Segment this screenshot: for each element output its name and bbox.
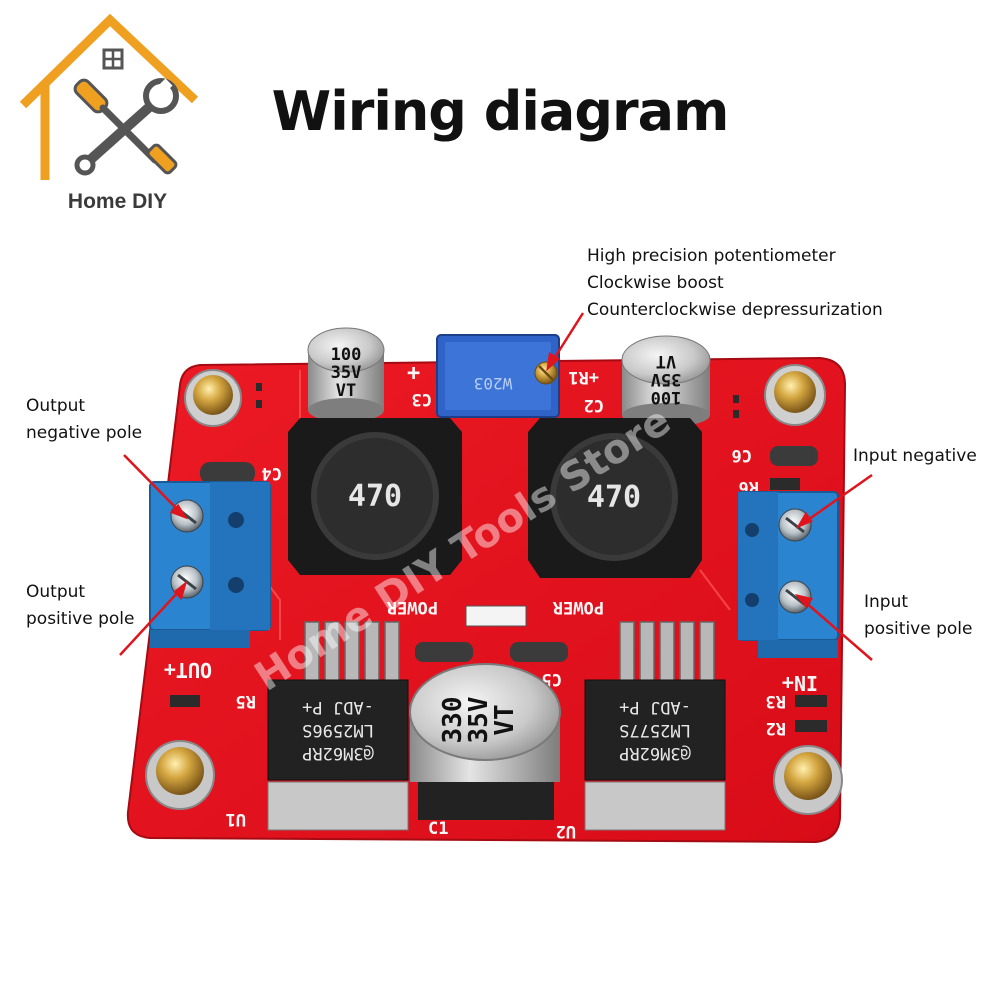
silk-power-right: POWER — [552, 597, 604, 617]
silk-c6: C6 — [732, 445, 752, 465]
label-output-positive: Output positive pole — [26, 579, 134, 633]
cap-top-right-line3: VT — [656, 351, 676, 371]
ic-left-line3: -ADJ P+ — [302, 697, 374, 717]
label-input-positive: Input positive pole — [864, 589, 972, 643]
logo-text: Home DIY — [67, 190, 168, 213]
label-output-negative: Output negative pole — [26, 393, 142, 447]
label-potentiometer: High precision potentiometer Clockwise b… — [587, 243, 883, 324]
arrow-input-positive — [803, 600, 873, 661]
standoff-bottom-left — [145, 740, 215, 810]
label-output-negative-line1: Output — [26, 396, 86, 416]
logo-house-roof — [19, 13, 199, 109]
cap-top-left-line1: 100 — [331, 345, 362, 365]
cap-center-line2: 35V — [464, 697, 494, 744]
silk-c2: C2 — [584, 395, 604, 415]
terminal-block-input — [737, 491, 839, 658]
arrow-input-negative — [804, 473, 873, 524]
silk-r2: R2 — [766, 718, 786, 738]
silk-u1: U1 — [226, 809, 246, 829]
standoff-top-left — [184, 369, 242, 427]
cap-top-left-line2: 35V — [331, 363, 362, 383]
silk-out-plus: OUT+ — [164, 658, 212, 682]
home-diy-logo — [19, 13, 199, 180]
cap-top-right-line1: 100 — [651, 387, 682, 407]
cap-top-right-line2: 35V — [651, 369, 682, 389]
silk-c3: C3 — [412, 389, 432, 409]
label-output-positive-line2: positive pole — [26, 609, 135, 629]
arrow-output-negative — [123, 454, 181, 513]
inductor-left: 470 — [288, 418, 462, 575]
silk-r3: R3 — [766, 691, 786, 711]
capacitor-top-left: 100 35V VT — [307, 327, 385, 422]
silk-in-plus: IN+ — [782, 671, 818, 695]
silk-u2: U2 — [556, 821, 576, 841]
inductor-right-value: 470 — [587, 480, 641, 515]
silk-plus-left: + — [407, 361, 420, 386]
label-potentiometer-line2: Clockwise boost — [587, 273, 724, 293]
potentiometer-code: W203 — [474, 374, 513, 393]
silk-r5: R5 — [236, 691, 256, 711]
inductor-right: 470 — [528, 418, 702, 578]
callout-arrows — [119, 312, 873, 661]
silk-c4: C4 — [262, 463, 282, 483]
inductor-left-value: 470 — [348, 479, 402, 514]
label-input-positive-line2: positive pole — [864, 619, 973, 639]
standoff-bottom-right — [773, 745, 843, 815]
label-input-positive-line1: Input — [864, 592, 909, 612]
cap-center-line1: 330 — [438, 697, 468, 744]
terminal-block-output — [149, 481, 271, 648]
silk-c1: C1 — [428, 819, 448, 839]
silkscreen-labels: OUT+ IN+ POWER POWER C3 C2 C4 C5 C6 +R1 … — [164, 361, 818, 841]
logo-screwdriver-icon — [73, 78, 178, 175]
standoff-top-right — [764, 364, 826, 426]
label-potentiometer-line1: High precision potentiometer — [587, 246, 836, 266]
logo-wrench-icon — [74, 78, 179, 176]
ic-left-line1: @3M62RP — [302, 743, 374, 763]
page-title: Wiring diagram — [271, 80, 730, 143]
arrow-output-positive — [119, 589, 181, 656]
ic-left-line2: LM2596S — [302, 720, 374, 740]
silk-r1: +R1 — [568, 367, 599, 387]
capacitor-center: 330 35V VT — [409, 663, 561, 820]
smd-components — [170, 383, 827, 732]
label-output-negative-line2: negative pole — [26, 423, 143, 443]
label-potentiometer-line3: Counterclockwise depressurization — [587, 300, 883, 320]
potentiometer: W203 — [436, 334, 560, 418]
ic-right-line1: @3M62RP — [619, 743, 691, 763]
ic-left: @3M62RP LM2596S -ADJ P+ — [267, 621, 409, 831]
arrow-potentiometer — [550, 312, 585, 363]
ic-right-line2: LM2577S — [619, 720, 691, 740]
cap-top-left-line3: VT — [336, 381, 356, 401]
ic-right: @3M62RP LM2577S -ADJ P+ — [584, 621, 726, 831]
label-input-negative-line1: Input negative — [853, 446, 977, 466]
silk-power-left: POWER — [386, 597, 438, 617]
cap-center-line3: VT — [490, 704, 520, 735]
ic-right-line3: -ADJ P+ — [619, 697, 691, 717]
capacitor-top-right: 100 35V VT — [621, 335, 711, 427]
label-output-positive-line1: Output — [26, 582, 86, 602]
label-input-negative: Input negative — [853, 443, 977, 470]
